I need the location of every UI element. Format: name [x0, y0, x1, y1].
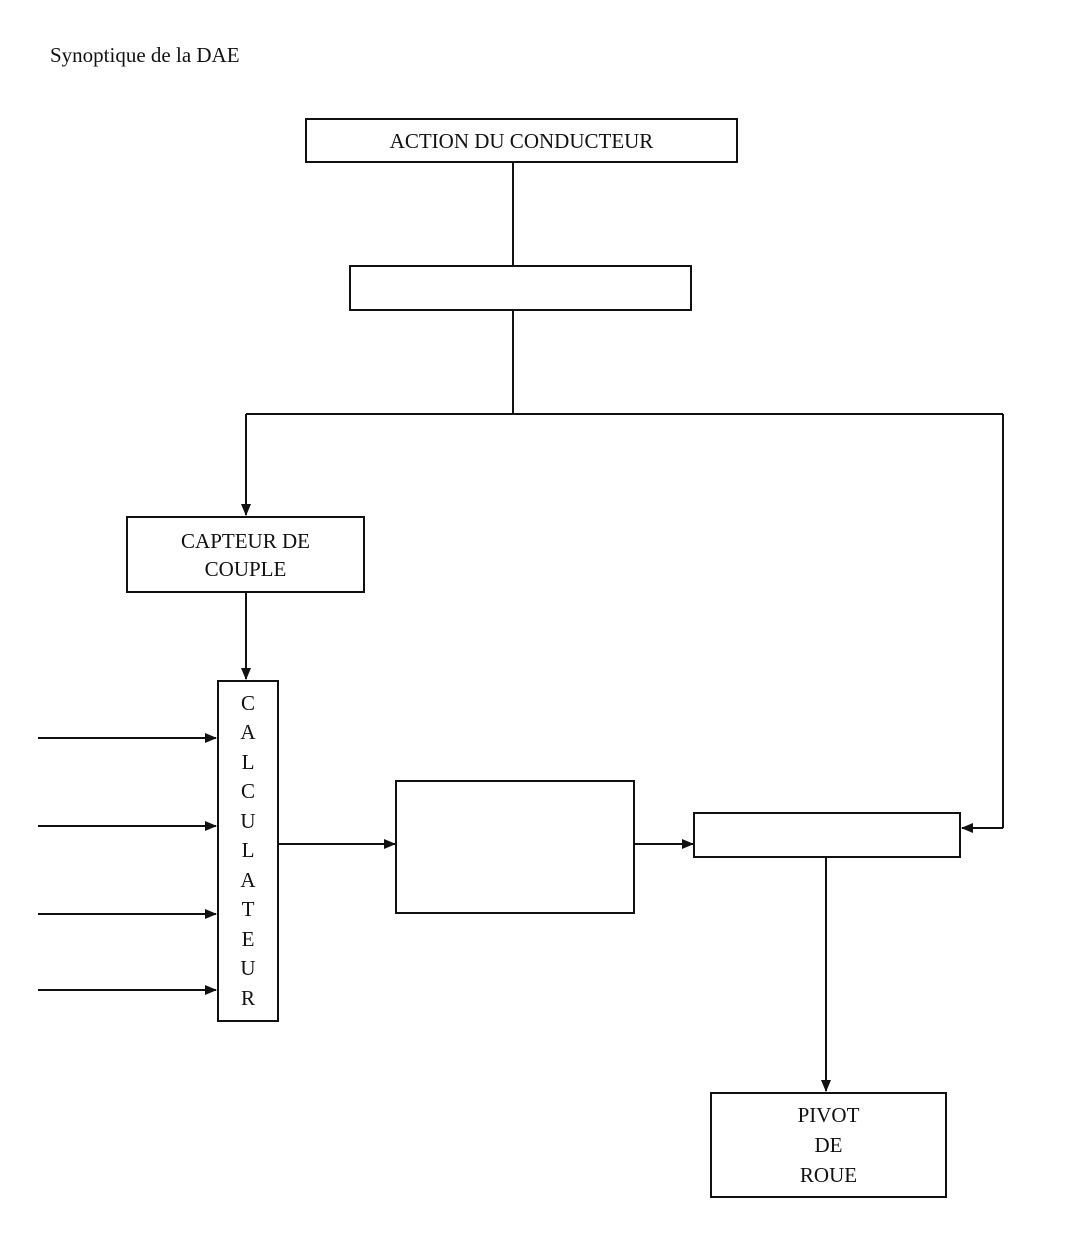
- calculateur-letter: U: [240, 808, 256, 833]
- capteur-de-couple-box: CAPTEUR DE COUPLE: [126, 516, 365, 593]
- diagram-title: Synoptique de la DAE: [50, 43, 240, 67]
- pivot-label-line1: PIVOT: [797, 1103, 860, 1127]
- calculateur-letter: U: [240, 956, 256, 981]
- calculateur-letter: A: [240, 720, 256, 745]
- calculateur-letter: L: [241, 838, 255, 863]
- action-conducteur-box: ACTION DU CONDUCTEUR: [305, 118, 738, 163]
- blank-box-right: [693, 812, 961, 858]
- action-conducteur-label: ACTION DU CONDUCTEUR: [389, 128, 654, 153]
- pivot-label-line2: DE: [814, 1133, 843, 1157]
- capteur-label-line1: CAPTEUR DE: [181, 528, 310, 553]
- pivot-label-line3: ROUE: [799, 1163, 858, 1187]
- calculateur-letter: C: [240, 779, 255, 804]
- calculateur-box: C A L C U L A T E U R: [217, 680, 279, 1022]
- calculateur-letter: E: [241, 926, 255, 951]
- calculateur-letter: T: [241, 897, 255, 922]
- calculateur-letter: C: [240, 690, 255, 715]
- blank-box-middle: [395, 780, 635, 914]
- calculateur-letter: R: [240, 985, 255, 1010]
- blank-box-top: [349, 265, 692, 311]
- calculateur-letter: A: [240, 867, 256, 892]
- pivot-de-roue-box: PIVOT DE ROUE: [710, 1092, 947, 1198]
- capteur-label-line2: COUPLE: [204, 556, 287, 581]
- calculateur-letter: L: [241, 749, 255, 774]
